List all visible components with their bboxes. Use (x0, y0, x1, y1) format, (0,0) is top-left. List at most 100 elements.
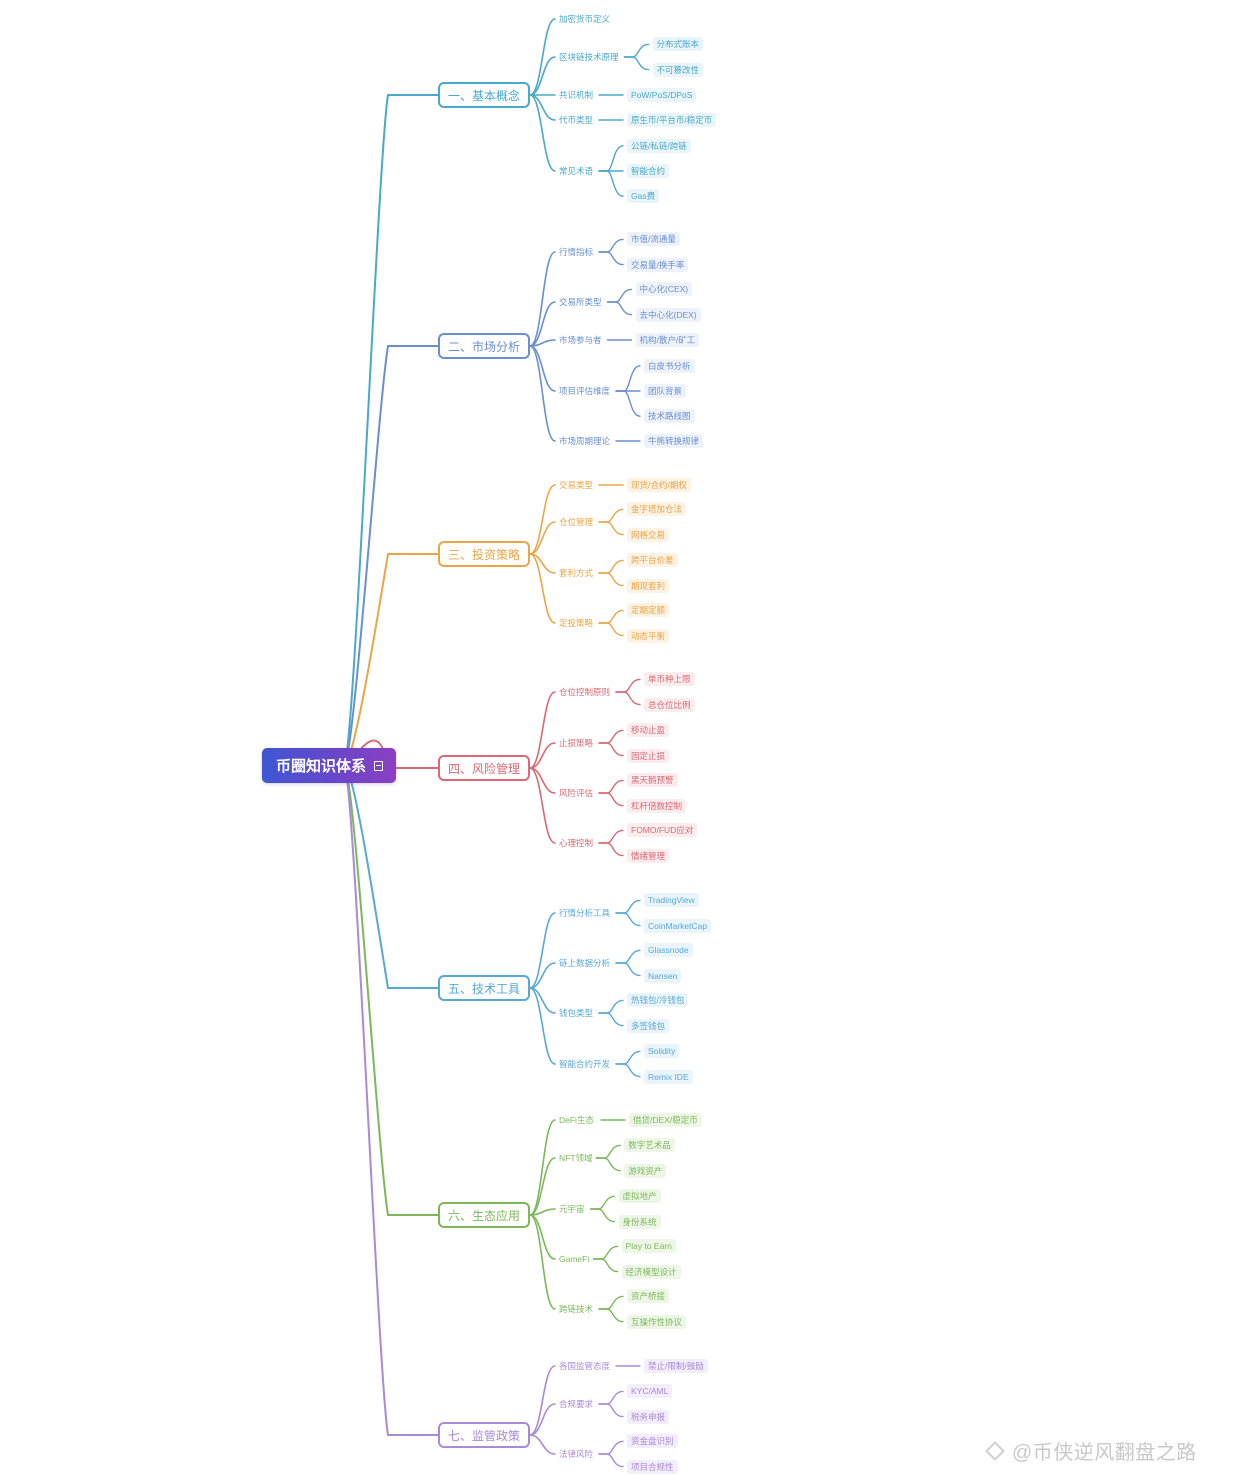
root-node[interactable]: 币圈知识体系 (262, 748, 396, 783)
leaf-node[interactable]: 禁止/限制/鼓励 (644, 1359, 708, 1373)
leaf-node[interactable]: 借贷/DEX/稳定币 (629, 1113, 702, 1127)
leaf-node[interactable]: 资金盘识别 (627, 1434, 678, 1449)
leaf-node[interactable]: FOMO/FUD应对 (627, 823, 698, 838)
diamond-logo-icon (985, 1440, 1005, 1461)
leaf-node[interactable]: 多签钱包 (627, 1018, 670, 1033)
leaf-node[interactable]: 固定止损 (627, 748, 670, 763)
leaf-connector (615, 1063, 641, 1078)
topic-node[interactable]: 区块链技术原理 (559, 52, 619, 62)
topic-node[interactable]: 常见术语 (559, 166, 594, 176)
branch-node[interactable]: 二、市场分析 (438, 333, 530, 359)
leaf-node[interactable]: 情绪管理 (627, 848, 670, 863)
leaf-node[interactable]: 虚拟地产 (618, 1189, 661, 1204)
leaf-node[interactable]: 税务申报 (627, 1409, 670, 1424)
branch-node[interactable]: 七、监管政策 (438, 1422, 530, 1448)
leaf-node[interactable]: KYC/AML (627, 1384, 673, 1399)
topic-node[interactable]: 合规要求 (559, 1399, 594, 1409)
leaf-node[interactable]: Solidity (644, 1044, 680, 1059)
topic-node[interactable]: 风险评估 (559, 788, 594, 798)
leaf-connector (615, 678, 641, 693)
leaf-node[interactable]: 互操作性协议 (627, 1314, 687, 1329)
leaf-node[interactable]: TradingView (644, 893, 699, 908)
leaf-node[interactable]: CoinMarketCap (644, 918, 712, 933)
topic-node[interactable]: 仓位控制原则 (559, 687, 611, 697)
topic-node[interactable]: 套利方式 (559, 568, 594, 578)
leaf-connector (598, 1295, 624, 1310)
leaf-node[interactable]: 身份系统 (618, 1214, 661, 1229)
leaf-node[interactable]: 原生币/平台币/稳定币 (627, 113, 717, 127)
leaf-node[interactable]: PoW/PoS/DPoS (627, 88, 697, 102)
topic-node[interactable]: 止损策略 (559, 738, 594, 748)
topic-node[interactable]: 市场参与者 (559, 335, 602, 345)
leaf-node[interactable]: 去中心化(DEX) (635, 307, 701, 322)
leaf-node[interactable]: 中心化(CEX) (635, 282, 693, 297)
leaf-node[interactable]: 期现套利 (627, 578, 670, 593)
leaf-node[interactable]: Remix IDE (644, 1069, 693, 1084)
root-connector (343, 764, 439, 1436)
leaf-node[interactable]: 项目合规性 (627, 1459, 678, 1474)
note-icon[interactable] (374, 760, 384, 771)
leaf-connector (615, 1050, 641, 1065)
leaf-node[interactable]: 白皮书分析 (644, 358, 695, 373)
leaf-node[interactable]: 金字塔加仓法 (627, 502, 687, 517)
branch-node[interactable]: 三、投资策略 (438, 541, 530, 567)
leaf-node[interactable]: 牛熊转换规律 (644, 434, 704, 448)
branch-node[interactable]: 六、生态应用 (438, 1202, 530, 1228)
leaf-node[interactable]: 技术路线图 (644, 409, 695, 424)
topic-node[interactable]: 跨链技术 (559, 1304, 594, 1314)
topic-node[interactable]: 行情分析工具 (559, 908, 611, 918)
topic-node[interactable]: 加密货币定义 (559, 14, 611, 24)
leaf-node[interactable]: 经济模型设计 (621, 1264, 681, 1279)
leaf-node[interactable]: 总仓位比例 (644, 697, 695, 712)
leaf-node[interactable]: 热钱包/冷钱包 (627, 993, 689, 1008)
leaf-node[interactable]: 交易量/换手率 (627, 257, 689, 272)
leaf-node[interactable]: 不可篡改性 (652, 62, 704, 77)
topic-node[interactable]: GameFi (559, 1254, 590, 1264)
topic-node[interactable]: 元宇宙 (559, 1204, 585, 1214)
topic-node[interactable]: 仓位管理 (559, 517, 594, 527)
leaf-node[interactable]: Gas费 (627, 189, 660, 204)
topic-node[interactable]: NFT领域 (559, 1153, 593, 1163)
leaf-node[interactable]: 网格交易 (627, 527, 670, 542)
topic-node[interactable]: 各国监管态度 (559, 1361, 611, 1371)
leaf-node[interactable]: 游戏资产 (624, 1163, 667, 1178)
branch-node[interactable]: 四、风险管理 (438, 755, 530, 781)
topic-node[interactable]: 交易所类型 (559, 297, 602, 307)
leaf-node[interactable]: 动态平衡 (627, 628, 670, 643)
leaf-node[interactable]: 机构/散户/矿工 (635, 333, 700, 347)
topic-node[interactable]: 智能合约开发 (559, 1059, 611, 1069)
branch-node[interactable]: 五、技术工具 (438, 975, 530, 1001)
leaf-node[interactable]: 资产桥接 (627, 1289, 670, 1304)
branch-connector (529, 251, 556, 347)
leaf-node[interactable]: 定期定额 (627, 603, 670, 618)
topic-node[interactable]: 市场周期理论 (559, 436, 611, 446)
topic-node[interactable]: 定投策略 (559, 618, 594, 628)
leaf-node[interactable]: 数字艺术品 (624, 1138, 675, 1153)
leaf-node[interactable]: Glassnode (644, 943, 693, 958)
leaf-node[interactable]: 跨平台价差 (627, 553, 678, 568)
topic-node[interactable]: 行情指标 (559, 247, 594, 257)
topic-node[interactable]: 代币类型 (559, 115, 594, 125)
leaf-node[interactable]: Nansen (644, 968, 682, 983)
leaf-node[interactable]: 黑天鹅预警 (627, 773, 678, 788)
leaf-node[interactable]: Play to Earn (621, 1239, 676, 1254)
topic-node[interactable]: 钱包类型 (559, 1008, 594, 1018)
branch-node[interactable]: 一、基本概念 (438, 82, 530, 108)
leaf-node[interactable]: 团队背景 (644, 384, 687, 398)
leaf-node[interactable]: 杠杆倍数控制 (627, 798, 687, 813)
leaf-node[interactable]: 单币种上限 (644, 672, 695, 687)
leaf-node[interactable]: 分布式账本 (652, 37, 704, 52)
leaf-node[interactable]: 公链/私链/跨链 (627, 138, 691, 153)
topic-node[interactable]: 共识机制 (559, 90, 594, 100)
leaf-node[interactable]: 市值/流通量 (627, 232, 680, 247)
topic-node[interactable]: 法律风险 (559, 1449, 594, 1459)
leaf-node[interactable]: 移动止盈 (627, 723, 670, 738)
root-label: 币圈知识体系 (276, 758, 367, 775)
topic-node[interactable]: 交易类型 (559, 480, 594, 490)
leaf-node[interactable]: 现货/合约/期权 (627, 478, 691, 492)
topic-node[interactable]: 项目评估维度 (559, 386, 611, 396)
topic-node[interactable]: 心理控制 (559, 838, 594, 848)
topic-node[interactable]: 链上数据分析 (559, 958, 611, 968)
leaf-node[interactable]: 智能合约 (627, 164, 670, 178)
topic-node[interactable]: DeFi生态 (559, 1115, 594, 1125)
